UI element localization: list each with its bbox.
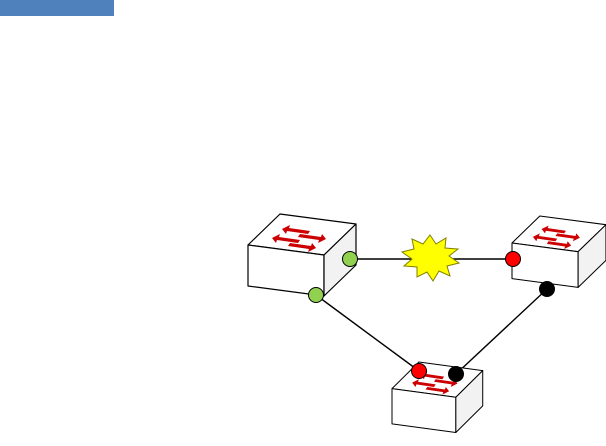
header-bar [0, 0, 114, 16]
port-bottom-west[interactable] [411, 363, 427, 379]
burst-icon [400, 234, 461, 282]
port-bottom-east[interactable] [448, 366, 464, 382]
switch-bottom[interactable] [391, 361, 484, 434]
link-right [455, 288, 548, 375]
port-top-right-west[interactable] [505, 251, 521, 267]
switch-icon [391, 361, 484, 434]
switch-icon [247, 213, 357, 297]
port-top-left-east[interactable] [342, 251, 358, 267]
link-left [315, 294, 420, 372]
ports [308, 251, 555, 382]
switch-top-right[interactable] [511, 215, 606, 288]
switch-top-left[interactable] [247, 213, 357, 297]
port-top-left-south[interactable] [308, 287, 324, 303]
switch-icon [511, 215, 606, 288]
port-top-right-south[interactable] [539, 281, 555, 297]
